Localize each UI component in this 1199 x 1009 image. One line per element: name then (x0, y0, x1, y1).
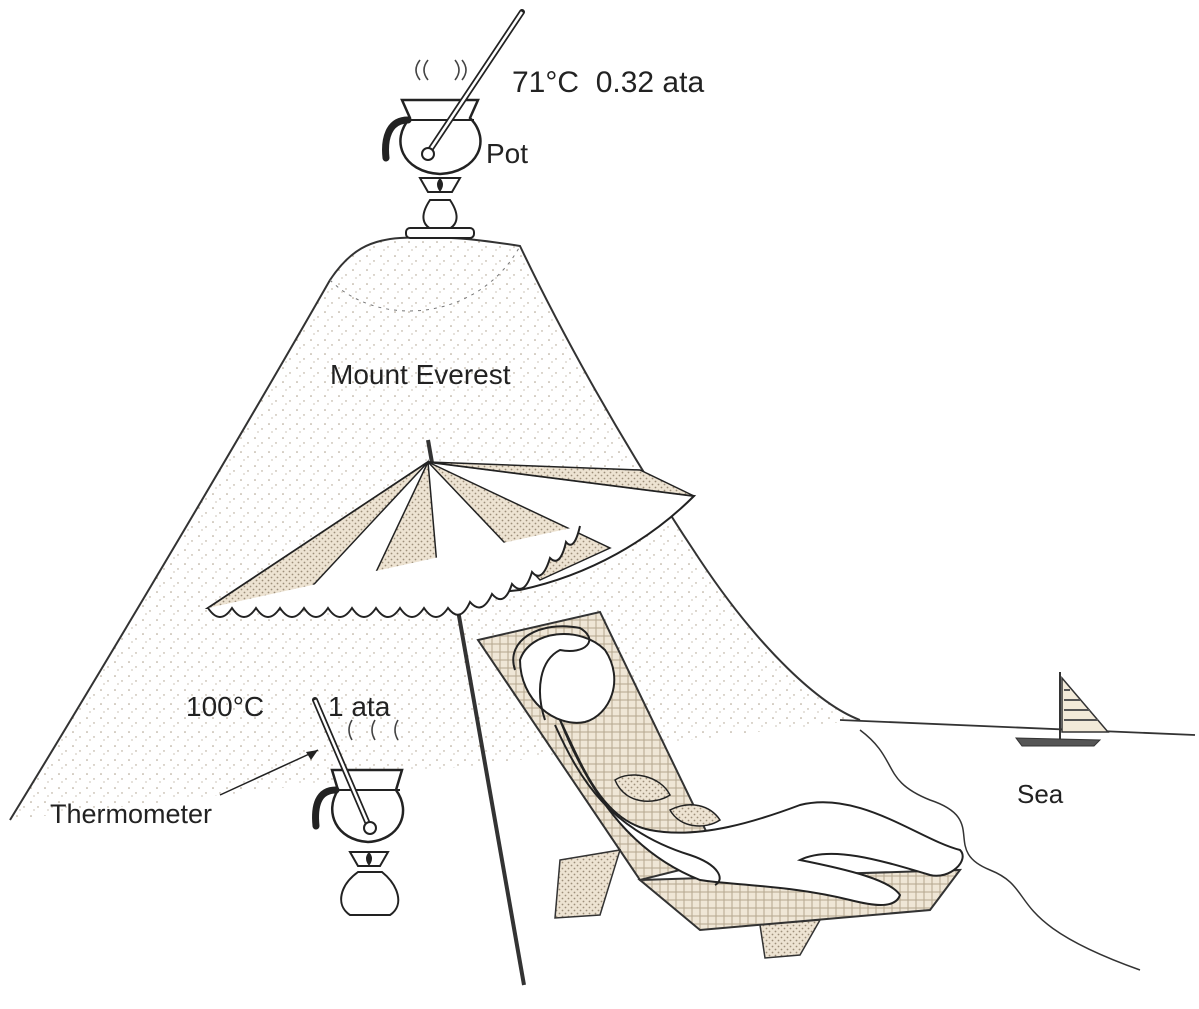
mountain-label: Mount Everest (330, 359, 511, 390)
thermometer-label: Thermometer (50, 799, 212, 829)
bottom-pressure-label: 1 ata (328, 691, 391, 722)
sailboat (1016, 672, 1108, 746)
bottom-temp-label: 100°C (186, 691, 264, 722)
top-reading-label: 71°C 0.32 ata (512, 66, 704, 99)
pot-label: Pot (486, 138, 528, 169)
sea-label: Sea (1017, 779, 1064, 809)
